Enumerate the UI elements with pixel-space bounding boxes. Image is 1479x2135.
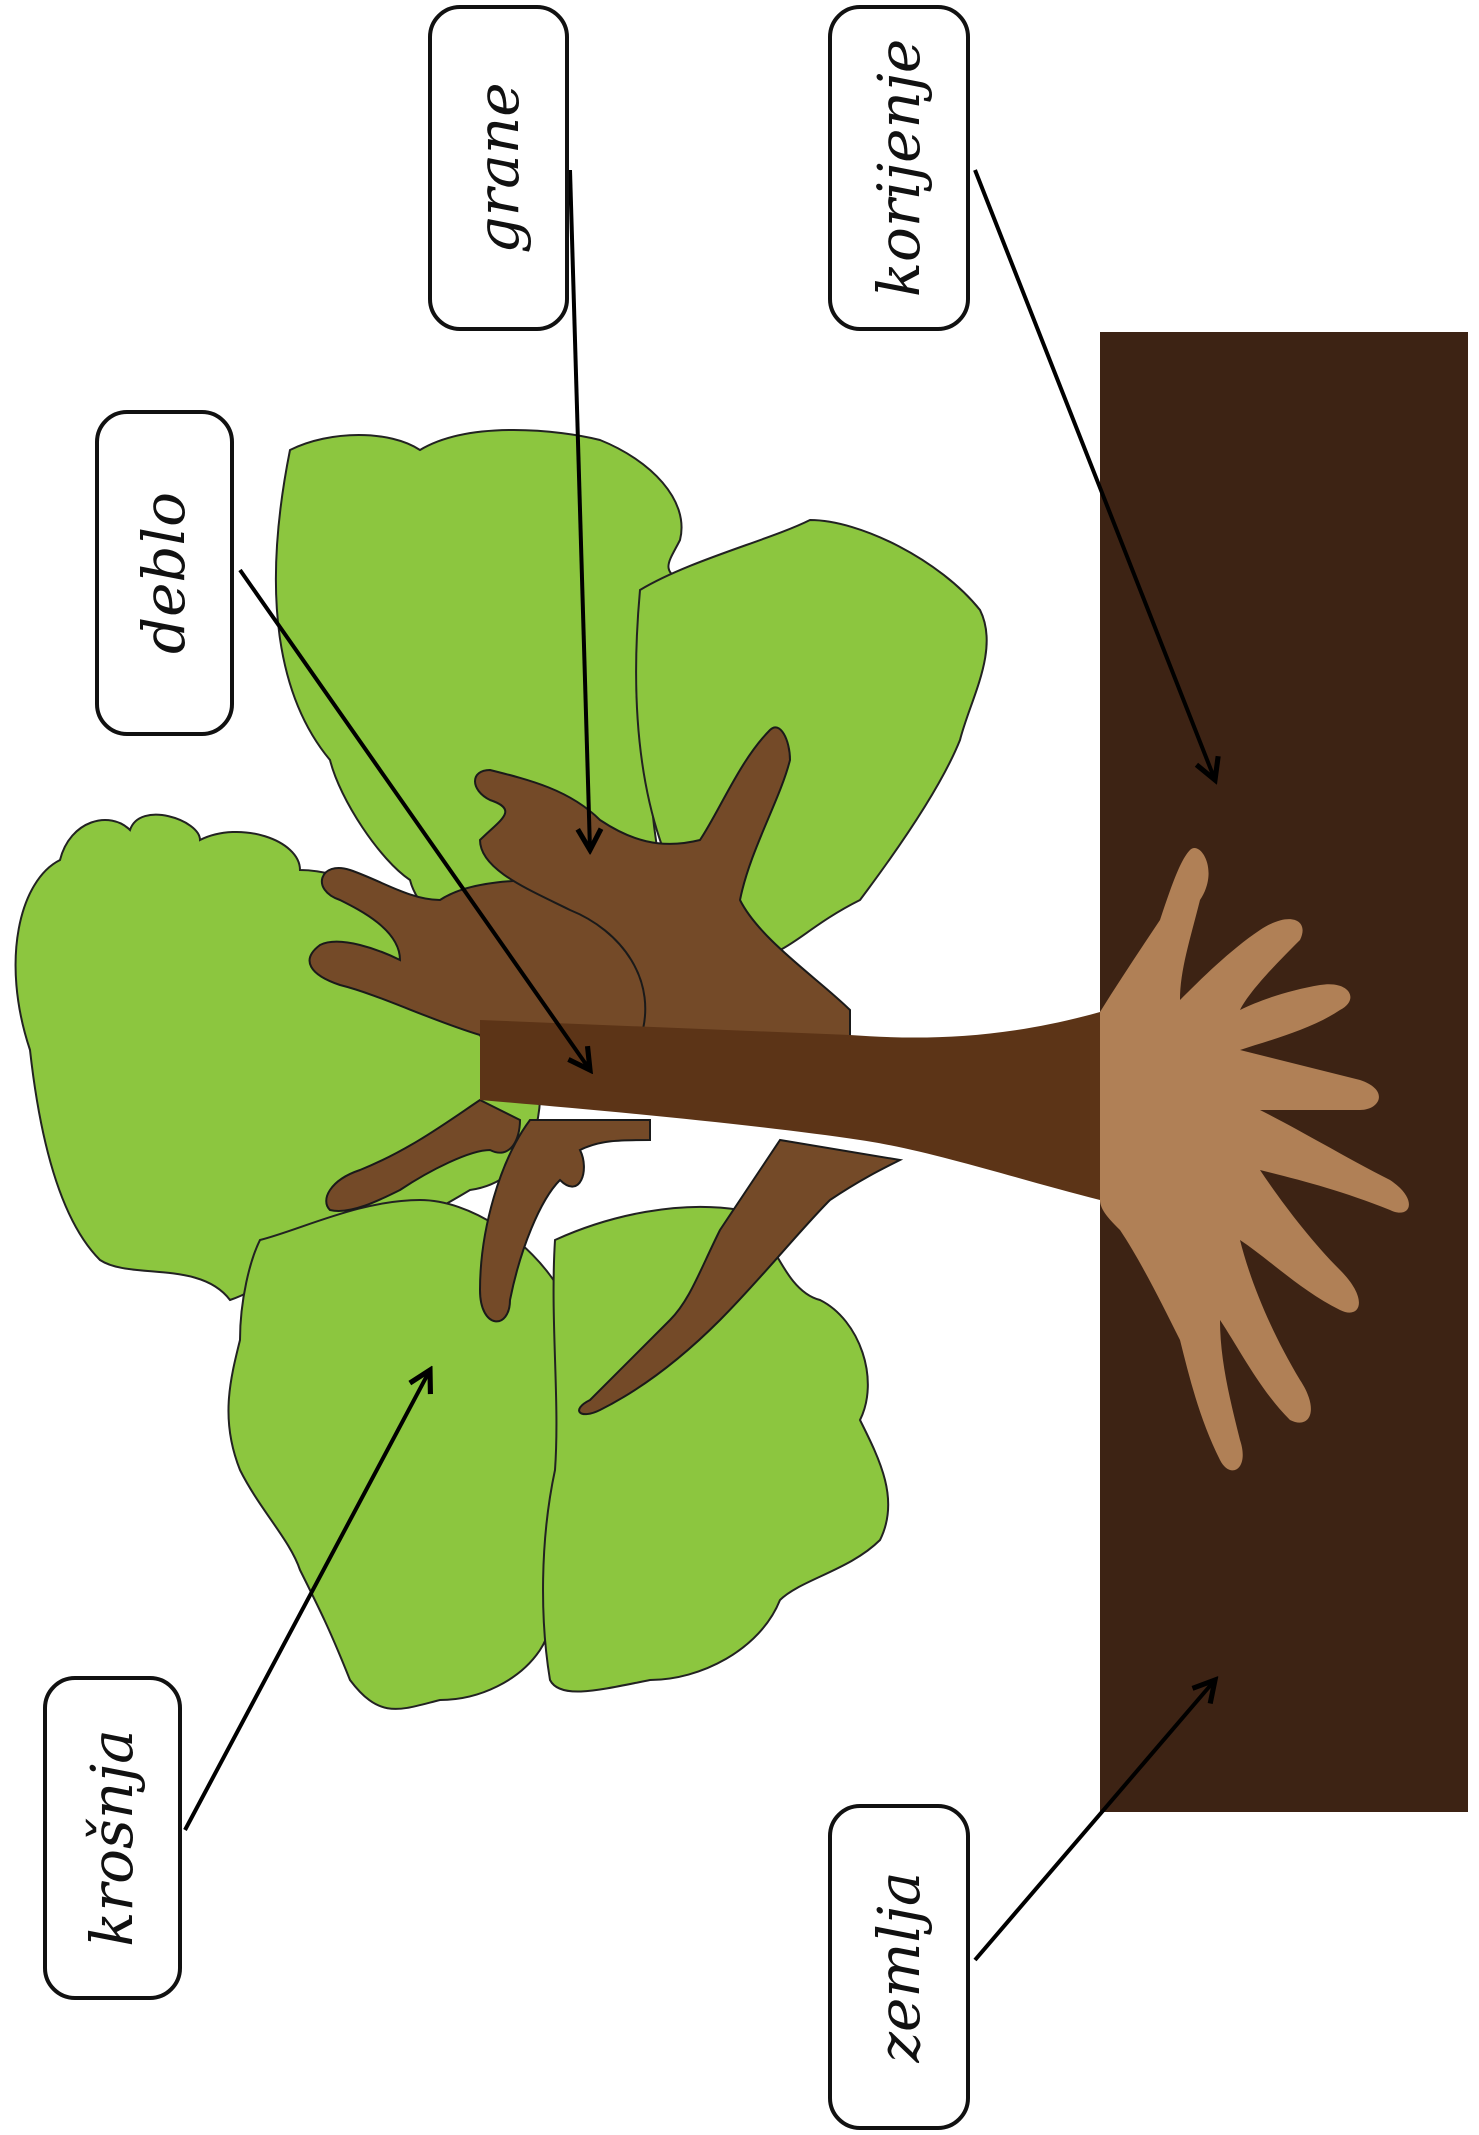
label-text-deblo: deblo xyxy=(130,492,198,654)
label-text-grane: grane xyxy=(464,82,532,253)
label-deblo: deblo xyxy=(97,412,232,734)
arrow-zemlja xyxy=(975,1680,1215,1960)
label-krosnja: krošnja xyxy=(45,1678,180,1998)
label-text-zemlja: zemlja xyxy=(865,1872,933,2064)
label-zemlja: zemlja xyxy=(830,1806,968,2128)
label-text-krosnja: krošnja xyxy=(78,1729,146,1946)
label-text-korijenje: korijenje xyxy=(865,39,933,297)
label-korijenje: korijenje xyxy=(830,7,968,329)
label-grane: grane xyxy=(430,7,567,329)
